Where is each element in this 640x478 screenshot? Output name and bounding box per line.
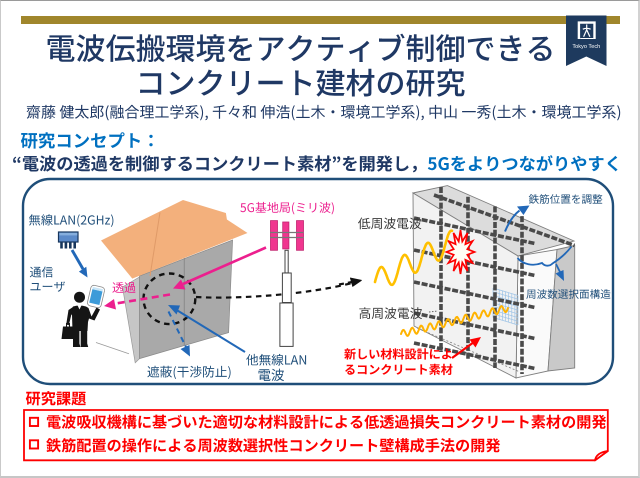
svg-text:Tokyo Tech: Tokyo Tech	[572, 44, 600, 50]
